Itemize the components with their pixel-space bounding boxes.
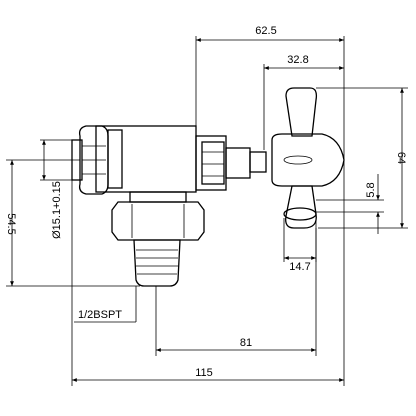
handle-bottom-lever xyxy=(285,185,317,229)
dim-total-height: 64 xyxy=(395,152,407,164)
spindle-shaft xyxy=(249,151,267,173)
valve-body xyxy=(71,87,345,287)
outlet-nut xyxy=(111,201,205,241)
dim-bore: Ø15.1+0.15 xyxy=(51,181,63,239)
threaded-tail xyxy=(133,239,181,287)
body-collar xyxy=(107,129,123,189)
spindle-neck xyxy=(225,147,251,179)
dim-handle-width: 32.8 xyxy=(287,54,308,66)
handle-hub xyxy=(271,133,345,187)
dim-total-length: 115 xyxy=(195,367,213,379)
outlet-neck xyxy=(129,191,187,203)
gland-nut xyxy=(201,141,225,185)
handle-top-lever xyxy=(285,87,318,137)
dim-outlet-length: 81 xyxy=(240,337,252,349)
body-main xyxy=(95,125,197,193)
spindle-housing xyxy=(195,135,227,191)
dim-spindle-offset: 5.8 xyxy=(365,182,377,197)
dim-top-width: 62.5 xyxy=(255,25,276,37)
dim-handle-slot: 14.7 xyxy=(289,261,310,273)
dim-inlet-height: 54.5 xyxy=(5,213,17,234)
dim-thread: 1/2BSPT xyxy=(78,309,122,321)
dimension-lines xyxy=(6,36,408,386)
handle-index-button xyxy=(283,155,313,165)
handle-lower-grip xyxy=(283,207,317,221)
